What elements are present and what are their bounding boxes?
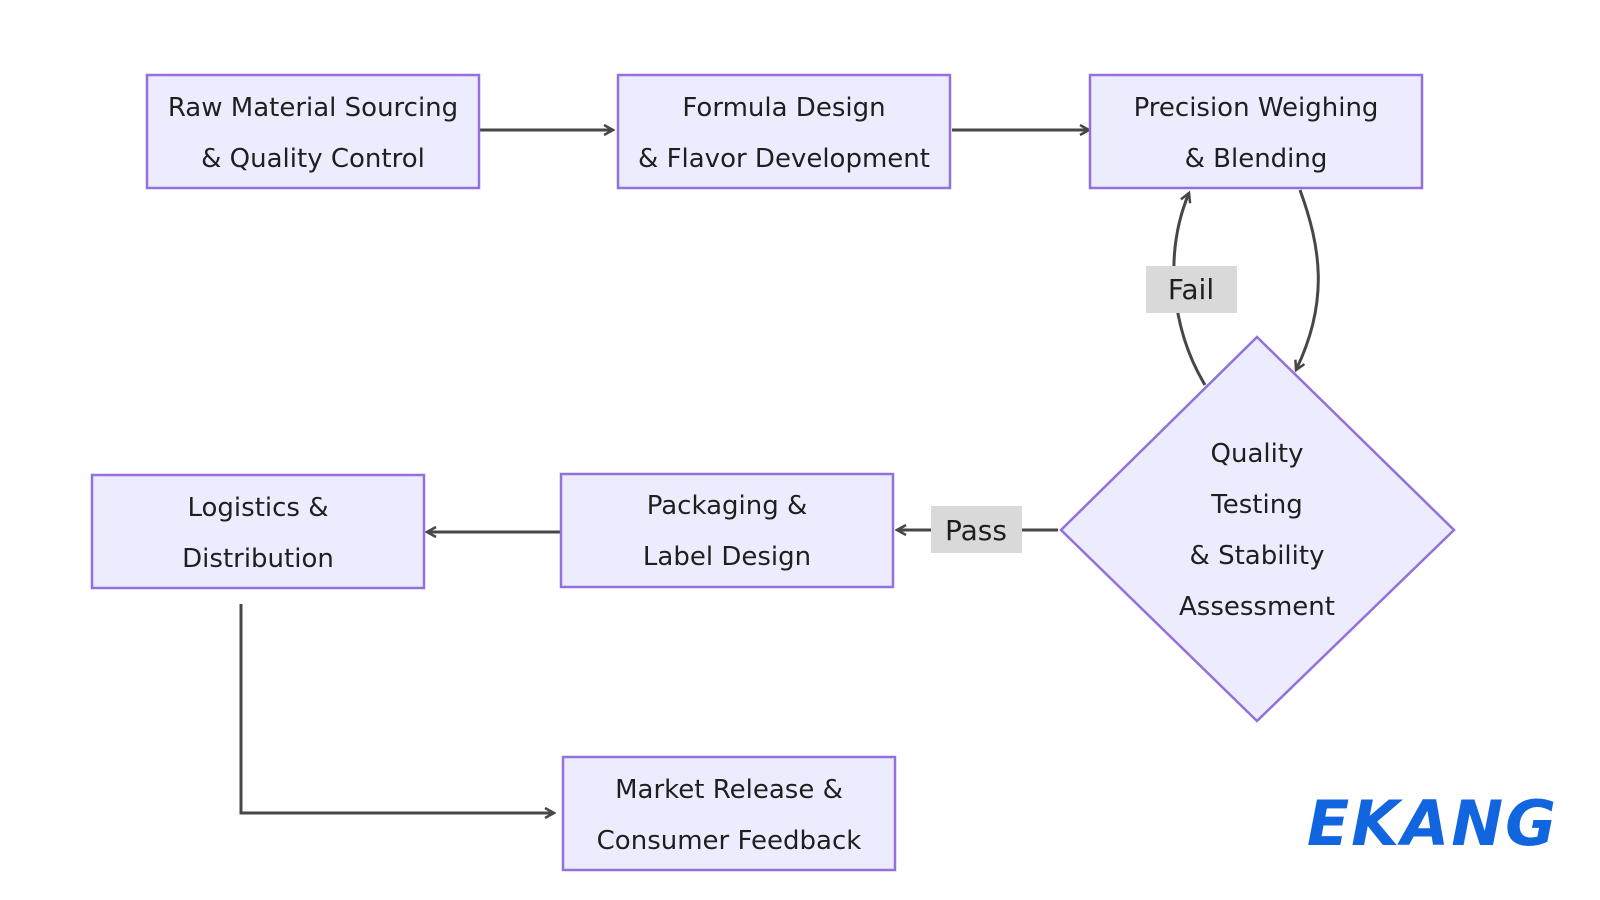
edge-weighing-to-quality [1296, 189, 1320, 370]
edge-label-pass-text: Pass [945, 514, 1007, 547]
node-raw-material-line2: & Quality Control [201, 144, 425, 174]
node-raw-material: Raw Material Sourcing & Quality Control [145, 73, 481, 190]
node-quality-line3: & Stability [1190, 541, 1325, 571]
node-formula-line1: Formula Design [682, 93, 885, 123]
node-packaging-line1: Packaging & [647, 491, 808, 521]
node-weighing-line1: Precision Weighing [1134, 93, 1379, 123]
edge-label-fail: Fail [1146, 266, 1237, 313]
node-logistics-line2: Distribution [182, 544, 334, 574]
node-market-line2: Consumer Feedback [597, 826, 862, 856]
node-logistics-line1: Logistics & [187, 493, 328, 523]
node-market: Market Release & Consumer Feedback [561, 755, 897, 872]
node-raw-material-line1: Raw Material Sourcing [168, 93, 458, 123]
node-quality-line2: Testing [1210, 490, 1302, 520]
node-formula-line2: & Flavor Development [638, 144, 930, 174]
node-quality-line1: Quality [1211, 439, 1304, 469]
node-weighing: Precision Weighing & Blending [1088, 73, 1424, 190]
brand-logo: EKANG [1307, 787, 1558, 860]
node-packaging-line2: Label Design [643, 542, 811, 572]
edge-label-pass: Pass [931, 506, 1022, 553]
node-quality-line4: Assessment [1179, 592, 1335, 622]
edge-logistics-to-market [239, 604, 554, 813]
node-packaging: Packaging & Label Design [559, 472, 895, 589]
edge-label-fail-text: Fail [1168, 273, 1214, 306]
node-weighing-line2: & Blending [1185, 144, 1328, 174]
node-market-line1: Market Release & [615, 775, 843, 805]
node-logistics: Logistics & Distribution [90, 473, 426, 590]
node-formula: Formula Design & Flavor Development [616, 73, 952, 190]
node-quality-decision: Quality Testing & Stability Assessment [1059, 335, 1456, 723]
